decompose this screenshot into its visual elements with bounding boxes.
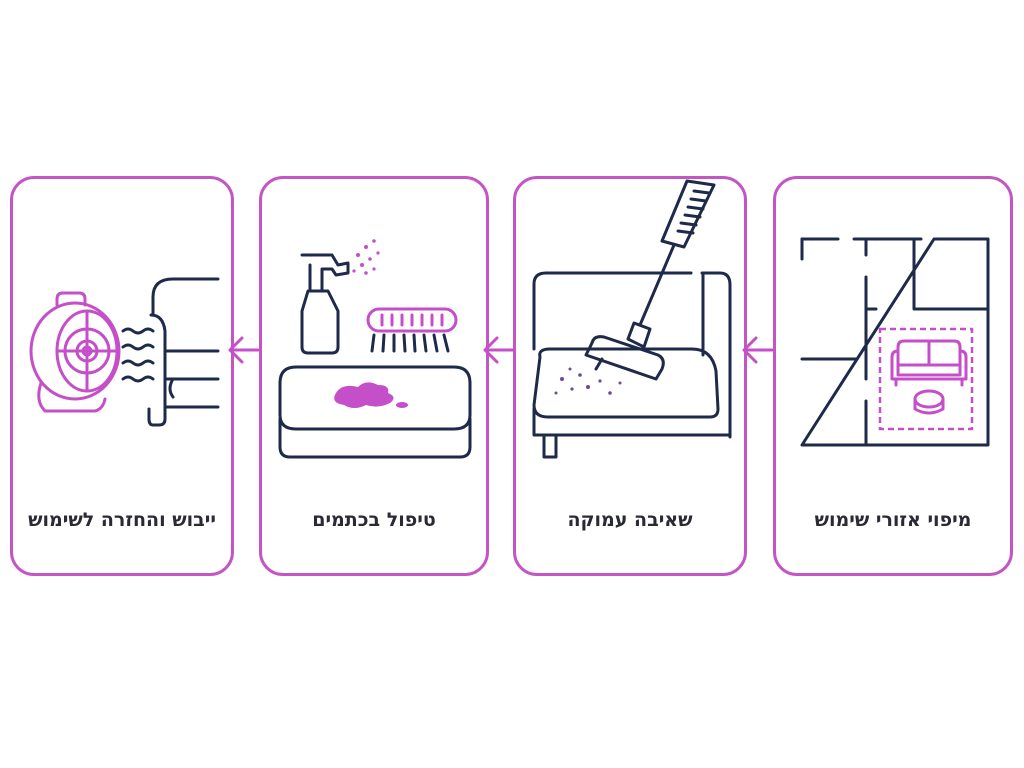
vacuum-sofa-icon — [532, 179, 732, 459]
step-card-mapping: מיפוי אזורי שימוש — [773, 176, 1013, 576]
stain-treatment-icon — [278, 239, 472, 459]
step-card-drying: ייבוש והחזרה לשימוש — [10, 176, 234, 576]
step-card-vacuum: שאיבה עמוקה — [513, 176, 747, 576]
step-label: טיפול בכתמים — [312, 509, 436, 531]
arrow-left-icon — [742, 336, 774, 364]
dryer-fan-icon — [29, 277, 220, 427]
step-label: ייבוש והחזרה לשימוש — [28, 509, 216, 531]
floor-plan-icon — [800, 237, 990, 447]
arrow-left-icon — [483, 336, 515, 364]
step-label: שאיבה עמוקה — [567, 509, 693, 531]
step-label: מיפוי אזורי שימוש — [814, 509, 972, 531]
step-card-stain: טיפול בכתמים — [259, 176, 489, 576]
arrow-left-icon — [228, 336, 260, 364]
